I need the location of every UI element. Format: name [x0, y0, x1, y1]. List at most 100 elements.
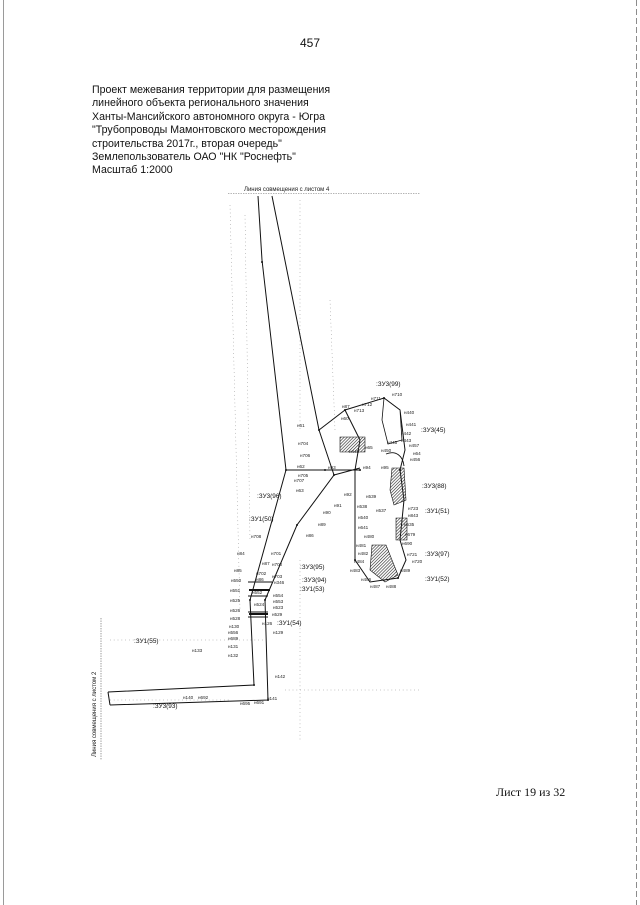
point-label: н843	[408, 513, 419, 518]
point-label: н129	[273, 630, 284, 635]
parcel-label: :ЗУ1(50)	[249, 516, 274, 523]
point-label: н720	[412, 559, 423, 564]
point-label: н712	[362, 402, 373, 407]
point-label: н126	[262, 621, 273, 626]
point-label: н92	[344, 492, 352, 497]
header-line: "Трубопроводы Мамонтовского месторождени…	[92, 124, 327, 137]
point-label: н703	[272, 574, 283, 579]
point-label: н442	[401, 431, 412, 436]
parcel-label: :ЗУ1(53)	[300, 586, 325, 593]
top-alignment-label: Линия совмещения с листом 4	[244, 187, 330, 193]
point-label: н700	[272, 562, 283, 567]
point-label: н711	[371, 396, 381, 401]
point-label: н535	[404, 522, 415, 527]
top-alignment-line: Линия совмещения с листом 4	[228, 187, 420, 194]
point-label: н63	[296, 488, 304, 493]
point-label: н538	[357, 504, 368, 509]
point-label: н702	[256, 571, 267, 576]
parcel-labels: :ЗУ3(99) :ЗУ3(45) :ЗУ3(88) :ЗУ1(51) :ЗУ3…	[134, 381, 450, 710]
parcel-label: :ЗУ3(96)	[257, 493, 282, 500]
point-label: н721	[407, 552, 418, 557]
site-pad	[339, 397, 408, 583]
point-label: н87	[262, 561, 270, 566]
point-label: н142	[275, 674, 286, 679]
point-label: н65	[365, 445, 373, 450]
scan-edge-left	[3, 0, 4, 905]
document-header: Проект межевания территории для размещен…	[92, 84, 392, 178]
point-label: н523	[273, 605, 284, 610]
point-label: н708	[251, 534, 262, 539]
point-label: н525	[230, 598, 241, 603]
point-label: н705	[298, 473, 309, 478]
point-label: н692	[198, 695, 209, 700]
point-label: н346	[274, 580, 285, 585]
point-label: н710	[392, 392, 403, 397]
parcel-label: :ЗУ3(93)	[153, 703, 178, 710]
point-label: н487	[370, 584, 381, 589]
point-label: н526	[230, 608, 241, 613]
point-label: н93	[328, 465, 336, 470]
scan-edge-right	[636, 0, 637, 905]
parcel-label: :ЗУ1(51)	[425, 508, 450, 515]
point-label: н133	[192, 648, 203, 653]
scale-label: Масштаб 1:2000	[92, 164, 173, 177]
point-label: н488	[386, 584, 397, 589]
point-label: н524	[254, 602, 265, 607]
header-line: строительства 2017г., вторая очередь"	[92, 137, 282, 150]
point-label: н529	[272, 612, 283, 617]
point-label: н641	[358, 525, 369, 530]
header-line: Ханты-Мансийского автономного округа - Ю…	[92, 110, 326, 123]
point-label: н704	[298, 441, 309, 446]
parcel-label: :ЗУ3(97)	[425, 551, 450, 558]
point-label: н84	[237, 551, 245, 556]
point-label: н440	[404, 410, 415, 415]
point-label: н713	[354, 408, 365, 413]
point-label: н130	[229, 624, 240, 629]
point-label: н691	[254, 700, 265, 705]
point-label: н550	[231, 578, 242, 583]
point-label: н450	[381, 448, 392, 453]
point-label: н486	[361, 577, 372, 582]
point-label: н556	[228, 630, 239, 635]
parcel-label: :ЗУ1(52)	[425, 576, 450, 583]
point-label: н61	[297, 423, 305, 428]
header-line: Землепользователь ОАО "НК "Роснефть"	[92, 151, 296, 164]
point-labels: н710 н711 н712 н713 н87 н60 н440 н441 н4…	[183, 392, 423, 706]
point-label: н95	[381, 465, 389, 470]
point-label: н551	[230, 588, 241, 593]
point-label: н132	[228, 653, 239, 658]
point-label: н552	[252, 590, 263, 595]
point-label: н554	[273, 593, 284, 598]
point-label: н64	[413, 451, 421, 456]
point-label: н483	[350, 568, 361, 573]
point-label: н707	[294, 478, 305, 483]
point-label: н62	[297, 464, 305, 469]
parcel-label: :ЗУ3(94)	[302, 577, 327, 584]
sheet-number: Лист 19 из 32	[496, 785, 566, 799]
parcel-label: :ЗУ3(95)	[300, 564, 325, 571]
survey-point-markers	[249, 261, 401, 701]
point-label: н480	[364, 534, 375, 539]
point-label: н690	[402, 541, 413, 546]
point-label: н482	[358, 551, 369, 556]
point-label: н90	[323, 510, 331, 515]
point-label: н489	[400, 568, 411, 573]
point-label: н484	[354, 559, 365, 564]
point-label: н695	[240, 701, 251, 706]
point-label: н89	[318, 522, 326, 527]
point-label: н679	[405, 532, 416, 537]
point-label: н457	[409, 443, 420, 448]
background-stipple	[110, 200, 420, 740]
left-alignment-line: Линия совмещения с листом 2	[92, 618, 102, 760]
header-line: линейного объекта регионального значения	[92, 97, 309, 110]
point-label: н540	[358, 515, 369, 520]
point-label: н553	[273, 599, 284, 604]
point-label: н537	[376, 508, 387, 513]
page-number: 457	[300, 36, 321, 50]
point-label: н443	[401, 438, 412, 443]
point-label: н86	[306, 533, 314, 538]
parcel-label: :ЗУ3(99)	[376, 381, 401, 388]
point-label: н456	[410, 457, 421, 462]
point-label: н481	[356, 543, 367, 548]
